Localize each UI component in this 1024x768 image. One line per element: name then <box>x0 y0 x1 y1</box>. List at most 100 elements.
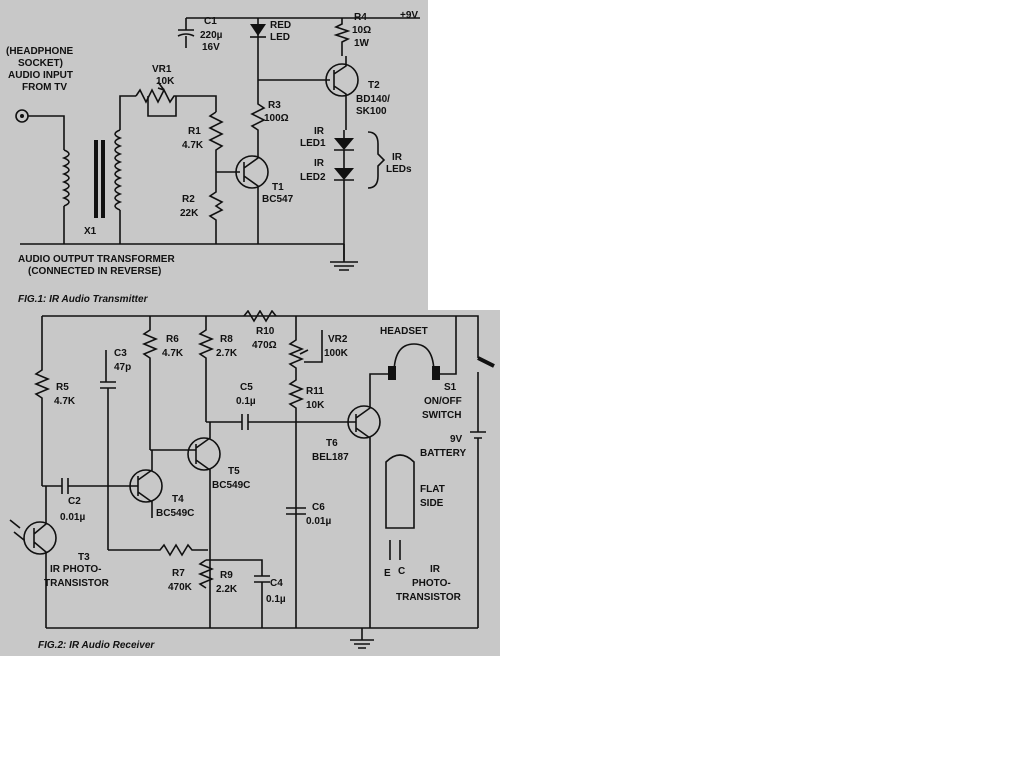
t4-part: BC549C <box>156 508 194 519</box>
r2-label: R2 <box>182 194 195 205</box>
r6-value: 4.7K <box>162 348 184 359</box>
r2-resistor <box>208 172 224 244</box>
r11-value: 10K <box>306 400 325 411</box>
s1-label: S1 <box>444 382 457 393</box>
input-label-3: AUDIO INPUT <box>8 70 73 81</box>
t6-leads <box>296 373 388 628</box>
t1-part: BC547 <box>262 194 294 205</box>
c5-value: 0.1µ <box>236 396 256 407</box>
r7-value: 470K <box>168 582 193 593</box>
pin-e-label: E <box>384 568 391 579</box>
r7-label: R7 <box>172 568 185 579</box>
headset-label: HEADSET <box>380 326 428 337</box>
s1-label-3: SWITCH <box>422 410 461 421</box>
headset-right <box>432 366 440 380</box>
c5-label: C5 <box>240 382 253 393</box>
phototransistor-body <box>385 454 415 529</box>
ir-leds-label-2: LEDs <box>386 164 412 175</box>
r1-resistor <box>208 111 224 172</box>
r10-value: 470Ω <box>252 340 277 351</box>
x1-label: X1 <box>84 226 97 237</box>
ir-led2 <box>334 168 354 180</box>
input-label-2: SOCKET) <box>18 58 63 69</box>
t1-transistor <box>235 155 269 189</box>
battery <box>470 372 486 628</box>
c3-capacitor <box>100 350 116 550</box>
t3-part-1: IR PHOTO- <box>50 564 101 575</box>
vr1-label: VR1 <box>152 64 172 75</box>
vr1-potentiometer <box>135 88 217 112</box>
transformer-label-1: AUDIO OUTPUT TRANSFORMER <box>18 254 175 265</box>
r9-label: R9 <box>220 570 233 581</box>
irled2-label-2: LED2 <box>300 172 326 183</box>
pin-c-label: C <box>398 566 405 577</box>
r5-value: 4.7K <box>54 396 76 407</box>
battery-label-2: BATTERY <box>420 448 466 459</box>
c1-voltage: 16V <box>202 42 220 53</box>
red-led-label-2: LED <box>270 32 290 43</box>
transformer-primary <box>61 149 70 207</box>
t5-part: BC549C <box>212 480 250 491</box>
irled1-label-2: LED1 <box>300 138 326 149</box>
r4-power: 1W <box>354 38 370 49</box>
red-led-label-1: RED <box>270 20 291 31</box>
t3-leads <box>33 486 47 628</box>
s1-label-2: ON/OFF <box>424 396 462 407</box>
c1-value: 220µ <box>200 30 223 41</box>
vr2-r11-chain <box>287 316 305 628</box>
r4-resistor <box>333 18 351 56</box>
r6-resistor <box>141 316 159 450</box>
vr2-value: 100K <box>324 348 349 359</box>
secondary-top-wire <box>119 95 136 130</box>
t3-phototransistor <box>23 521 57 555</box>
c1-label: C1 <box>204 16 217 27</box>
supply-label: +9V <box>400 10 418 21</box>
transformer-secondary <box>114 129 123 211</box>
c6-capacitor <box>286 507 306 515</box>
headset-wire <box>440 316 457 375</box>
transformer-core-1 <box>94 140 98 218</box>
transmitter-schematic-panel: (HEADPHONE SOCKET) AUDIO INPUT FROM TV X… <box>0 0 428 310</box>
transformer-core-2 <box>101 140 105 218</box>
t4-label: T4 <box>172 494 184 505</box>
r6-label: R6 <box>166 334 179 345</box>
jack-center <box>20 114 24 118</box>
ir-leds-label-1: IR <box>392 152 403 163</box>
r2-value: 22K <box>180 208 199 219</box>
t5-label: T5 <box>228 466 240 477</box>
r8-value: 2.7K <box>216 348 238 359</box>
irled2-label-1: IR <box>314 158 325 169</box>
c1-capacitor <box>177 18 195 48</box>
t1-leads <box>243 150 259 244</box>
t5-leads <box>150 422 211 628</box>
t5-transistor <box>187 437 221 471</box>
r3-value: 100Ω <box>264 113 289 124</box>
r10-resistor <box>243 310 277 323</box>
pt-label-1: IR <box>430 564 441 575</box>
c2-capacitor <box>42 478 120 494</box>
s1-switch[interactable] <box>477 356 495 368</box>
r1-value: 4.7K <box>182 140 204 151</box>
c4-label: C4 <box>270 578 283 589</box>
receiver-schematic-panel: R5 4.7K C3 47p R6 4.7K R8 2.7K R10 470Ω … <box>0 310 500 656</box>
vr1-wiper <box>157 81 165 91</box>
c3-label: C3 <box>114 348 127 359</box>
vr2-wiper <box>299 330 323 363</box>
vr1-link <box>147 96 177 117</box>
fig1-caption: FIG.1: IR Audio Transmitter <box>18 294 149 305</box>
pt-label-3: TRANSISTOR <box>396 592 462 603</box>
input-wire <box>28 115 65 150</box>
vr2-label: VR2 <box>328 334 348 345</box>
r4-label: R4 <box>354 12 367 23</box>
t4-leads <box>120 450 153 518</box>
r4-value: 10Ω <box>352 25 371 36</box>
t1-label: T1 <box>272 182 284 193</box>
t6-part: BEL187 <box>312 452 349 463</box>
c6-value: 0.01µ <box>306 516 331 527</box>
r7-resistor <box>108 543 208 557</box>
t2-part-2: SK100 <box>356 106 387 117</box>
r1-label: R1 <box>188 126 201 137</box>
c5-capacitor <box>206 414 296 430</box>
r3-label: R3 <box>268 100 281 111</box>
flat-side-label-1: FLAT <box>420 484 445 495</box>
